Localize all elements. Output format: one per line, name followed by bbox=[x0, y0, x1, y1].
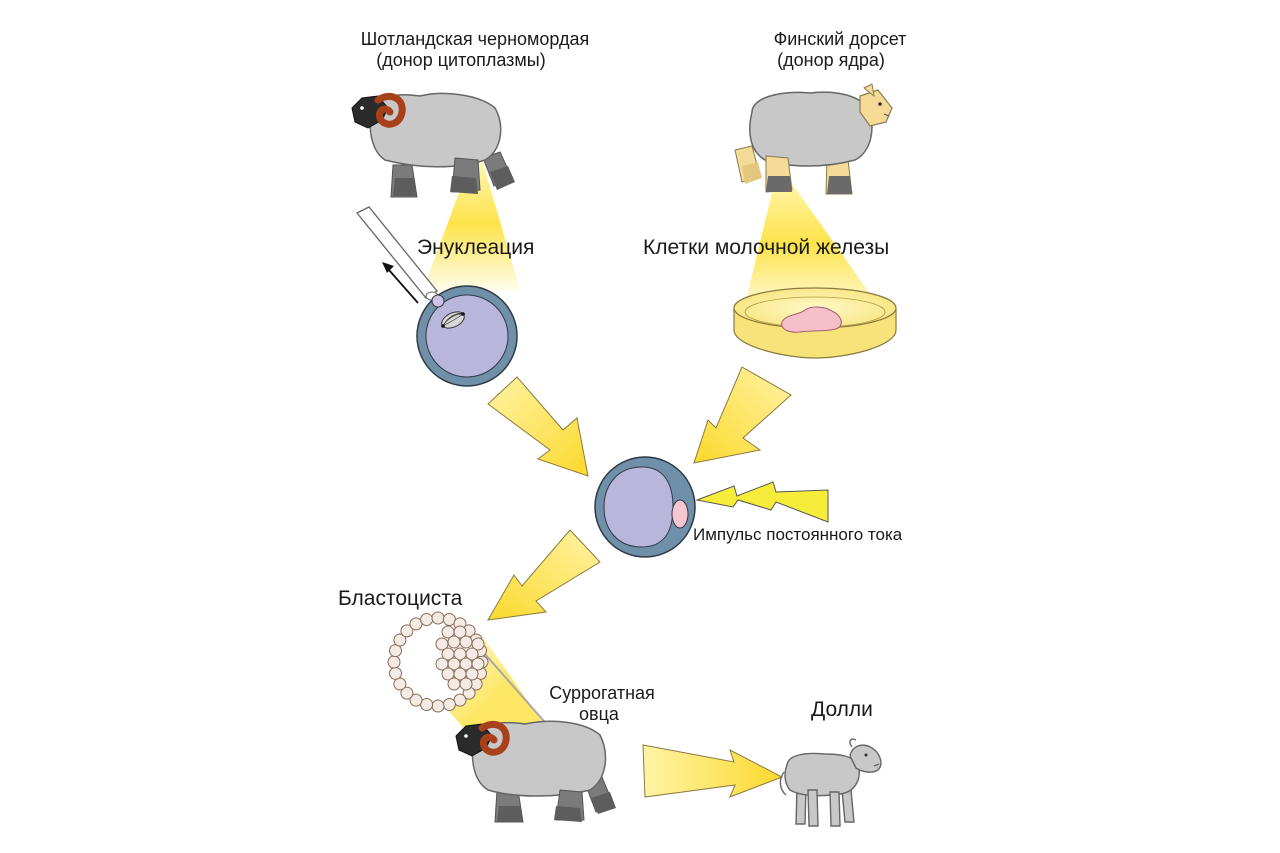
label-dolly: Долли bbox=[811, 698, 873, 721]
label-enucleation: Энуклеация bbox=[417, 236, 535, 259]
trophoblast-cell bbox=[409, 693, 423, 707]
trophoblast-cell bbox=[431, 699, 445, 713]
label-donor-cytoplasm: Шотландская черномордая (донор цитоплазм… bbox=[330, 29, 620, 70]
arrow-cells-to-fused bbox=[693, 366, 792, 464]
trophoblast-cell bbox=[387, 655, 401, 669]
sheep-surrogate bbox=[455, 720, 616, 823]
inner-cell-mass-cell bbox=[465, 667, 479, 681]
trophoblast-cell bbox=[400, 624, 414, 638]
lamb-dolly bbox=[779, 738, 882, 827]
enucleation-arrow bbox=[382, 262, 419, 304]
label-donor-cytoplasm-name: Шотландская черномордая bbox=[360, 29, 590, 49]
label-blastocyst: Бластоциста bbox=[338, 587, 463, 610]
inner-cell-mass-cell bbox=[459, 635, 473, 649]
inner-cell-mass-cell bbox=[471, 657, 485, 671]
sheep-scottish-blackface bbox=[351, 92, 515, 198]
sheep-finn-dorset bbox=[734, 83, 893, 195]
fused-cell bbox=[594, 456, 696, 558]
oocyte-enucleated bbox=[416, 285, 518, 387]
arrow-oocyte-to-fused bbox=[487, 376, 589, 477]
trophoblast-cell bbox=[442, 698, 456, 711]
trophoblast-cell bbox=[431, 611, 445, 625]
beam-donor-nucleus bbox=[740, 178, 890, 325]
label-surrogate-line1: Суррогатная bbox=[549, 683, 655, 703]
arrow-surrogate-to-dolly bbox=[642, 744, 784, 798]
inner-cell-mass-cell bbox=[453, 625, 467, 639]
label-dc-pulse: Импульс постоянного тока bbox=[693, 525, 903, 544]
lightning-bolt-icon bbox=[695, 481, 829, 523]
inner-cell-mass-cell bbox=[447, 635, 461, 649]
arrow-fused-to-blastocyst bbox=[487, 529, 601, 621]
label-donor-nucleus-role: (донор ядра) bbox=[777, 49, 885, 70]
label-mammary-cells: Клетки молочной железы bbox=[643, 236, 890, 259]
label-donor-nucleus: Финский дорсет (донор ядра) bbox=[745, 29, 935, 70]
trophoblast-cell bbox=[393, 633, 407, 647]
inner-cell-mass-cell bbox=[471, 637, 485, 651]
trophoblast-cell bbox=[420, 613, 434, 626]
inner-cell-mass-cell bbox=[465, 647, 479, 661]
inner-cell-mass-cell bbox=[447, 677, 461, 691]
inner-cell-mass-cell bbox=[459, 677, 473, 691]
label-donor-cytoplasm-role: (донор цитоплазмы) bbox=[376, 49, 546, 70]
inner-cell-mass-cell bbox=[435, 637, 449, 651]
trophoblast-cell bbox=[389, 666, 402, 680]
beam-donor-cytoplasm bbox=[420, 163, 520, 298]
label-surrogate: Суррогатная овца bbox=[532, 683, 672, 724]
label-surrogate-line2: овца bbox=[579, 703, 619, 724]
label-donor-nucleus-name: Финский дорсет bbox=[773, 29, 907, 49]
petri-dish bbox=[733, 287, 897, 359]
trophoblast-cell bbox=[400, 686, 414, 700]
blastocyst bbox=[387, 611, 489, 713]
